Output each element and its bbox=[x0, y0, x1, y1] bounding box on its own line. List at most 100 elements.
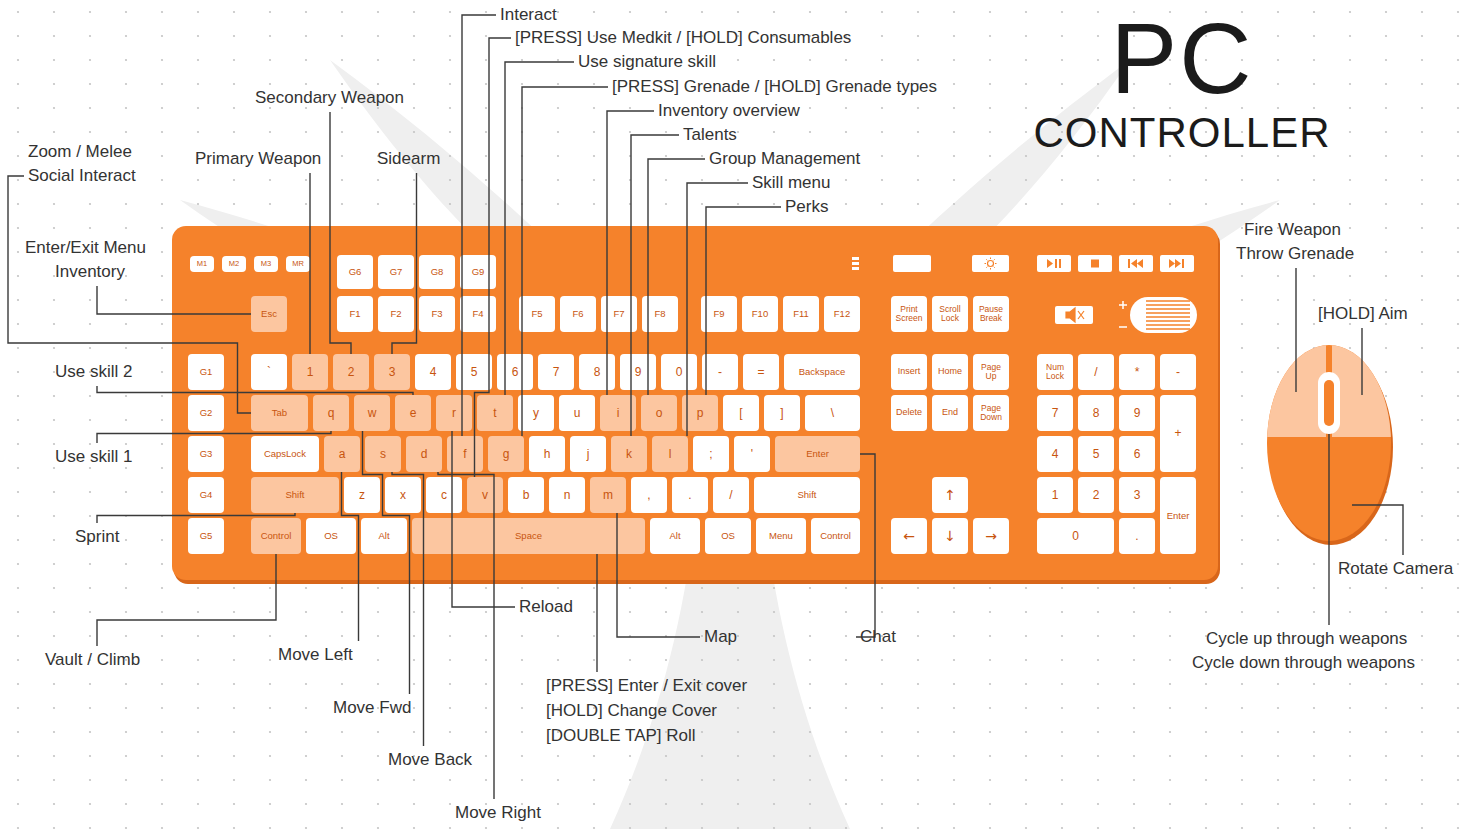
leader-line bbox=[522, 87, 608, 436]
key-label: G6 bbox=[349, 267, 362, 277]
keyboard-key: 3 bbox=[374, 354, 410, 390]
keyboard-key: h bbox=[529, 436, 565, 472]
keyboard-key: G7 bbox=[378, 255, 414, 289]
callout-label: Throw Grenade bbox=[1236, 244, 1354, 264]
left-button bbox=[1262, 340, 1326, 437]
keyboard-key: d bbox=[406, 436, 442, 472]
key-label: G8 bbox=[431, 267, 444, 277]
keyboard-key: ; bbox=[693, 436, 729, 472]
callout-label: Move Back bbox=[388, 750, 472, 770]
keyboard-key: \ bbox=[805, 395, 860, 431]
key-label: ↓ bbox=[944, 529, 956, 544]
key-label: M2 bbox=[229, 260, 239, 268]
key-label: u bbox=[574, 407, 581, 420]
key-label: F8 bbox=[654, 309, 665, 319]
key-label: . bbox=[688, 489, 691, 502]
keyboard-key: Page Down bbox=[973, 395, 1009, 431]
keyboard-key: Alt bbox=[650, 518, 700, 554]
keyboard-key: ↑ bbox=[932, 477, 968, 513]
key-label: 6 bbox=[1134, 448, 1141, 461]
media-key bbox=[1119, 255, 1153, 272]
keyboard-key: G5 bbox=[188, 518, 224, 554]
keyboard-key: . bbox=[672, 477, 708, 513]
speaker-icon bbox=[1066, 308, 1084, 322]
key-label: s bbox=[380, 448, 386, 461]
callout-label: [HOLD] Aim bbox=[1318, 304, 1408, 324]
callout-label: Interact bbox=[500, 5, 557, 25]
keyboard-key: l bbox=[652, 436, 688, 472]
callout-label: Inventory bbox=[55, 262, 125, 282]
keyboard-key: Shift bbox=[754, 477, 860, 513]
keyboard-key: M1 bbox=[190, 256, 214, 272]
keyboard-key: Print Screen bbox=[891, 296, 927, 332]
next-icon bbox=[1169, 259, 1184, 268]
keyboard-key: G2 bbox=[188, 395, 224, 431]
key-label: OS bbox=[721, 531, 735, 541]
keyboard-key: 3 bbox=[1119, 477, 1155, 513]
keyboard-key: M3 bbox=[254, 256, 278, 272]
callout-label: Primary Weapon bbox=[195, 149, 321, 169]
keyboard-key: Menu bbox=[756, 518, 806, 554]
keyboard-key: Shift bbox=[251, 477, 339, 513]
keyboard-key: G8 bbox=[419, 255, 455, 289]
key-label: F1 bbox=[349, 309, 360, 319]
key-label: * bbox=[1135, 366, 1140, 379]
keyboard-key: + bbox=[1160, 395, 1196, 472]
leader-line bbox=[687, 183, 748, 436]
callout-label: Sprint bbox=[75, 527, 119, 547]
leader-line bbox=[97, 513, 295, 523]
key-label: 4 bbox=[1052, 448, 1059, 461]
keyboard-key: - bbox=[702, 354, 738, 390]
leader-line bbox=[648, 159, 705, 395]
keyboard-key: g bbox=[488, 436, 524, 472]
keyboard-key: G4 bbox=[188, 477, 224, 513]
leader-line bbox=[1295, 268, 1296, 392]
keyboard-key: Backspace bbox=[784, 354, 860, 390]
keyboard-key: OS bbox=[705, 518, 751, 554]
keyboard-key: Enter bbox=[775, 436, 860, 472]
keyboard-key: F6 bbox=[560, 296, 596, 332]
callout-label: Perks bbox=[785, 197, 828, 217]
key-label: Backspace bbox=[799, 367, 845, 377]
leader-line bbox=[452, 431, 515, 607]
keyboard-key: / bbox=[713, 477, 749, 513]
key-label: = bbox=[757, 366, 764, 379]
callout-label: [PRESS] Grenade / [HOLD] Grenade types bbox=[612, 77, 937, 97]
keyboard-key: v bbox=[467, 477, 503, 513]
leader-line bbox=[596, 554, 597, 672]
leader-line bbox=[1352, 505, 1403, 555]
key-label: G1 bbox=[200, 367, 213, 377]
keyboard-key: t bbox=[477, 395, 513, 431]
key-label: F3 bbox=[431, 309, 442, 319]
key-label: CapsLock bbox=[264, 449, 306, 459]
key-label: G2 bbox=[200, 408, 213, 418]
keyboard-key: Scroll Lock bbox=[932, 296, 968, 332]
callout-label: Social Interact bbox=[28, 166, 136, 186]
keyboard-key: r bbox=[436, 395, 472, 431]
key-label: w bbox=[368, 407, 377, 420]
keyboard-key: CapsLock bbox=[251, 436, 319, 472]
key-label: 8 bbox=[594, 366, 601, 379]
keyboard-key: s bbox=[365, 436, 401, 472]
keyboard-key: 9 bbox=[620, 354, 656, 390]
keyboard-key: ` bbox=[251, 354, 287, 390]
keyboard-key: F4 bbox=[460, 296, 496, 332]
key-label: n bbox=[564, 489, 571, 502]
key-label: G3 bbox=[200, 449, 213, 459]
keyboard-key: Control bbox=[811, 518, 860, 554]
key-label: / bbox=[729, 489, 732, 502]
key-label: F2 bbox=[390, 309, 401, 319]
key-label: Insert bbox=[898, 367, 921, 376]
keyboard-extras bbox=[852, 255, 1197, 333]
leader-line bbox=[462, 15, 496, 436]
keyboard-key: 6 bbox=[1119, 436, 1155, 472]
volume-wheel bbox=[1130, 297, 1197, 333]
keyboard-key: z bbox=[344, 477, 380, 513]
key-label: 2 bbox=[1093, 489, 1100, 502]
keyboard-key: Delete bbox=[891, 395, 927, 431]
key-label: Pause Break bbox=[975, 305, 1007, 323]
key-label: - bbox=[718, 366, 722, 379]
key-label: 2 bbox=[348, 366, 355, 379]
key-label: Scroll Lock bbox=[934, 305, 966, 323]
